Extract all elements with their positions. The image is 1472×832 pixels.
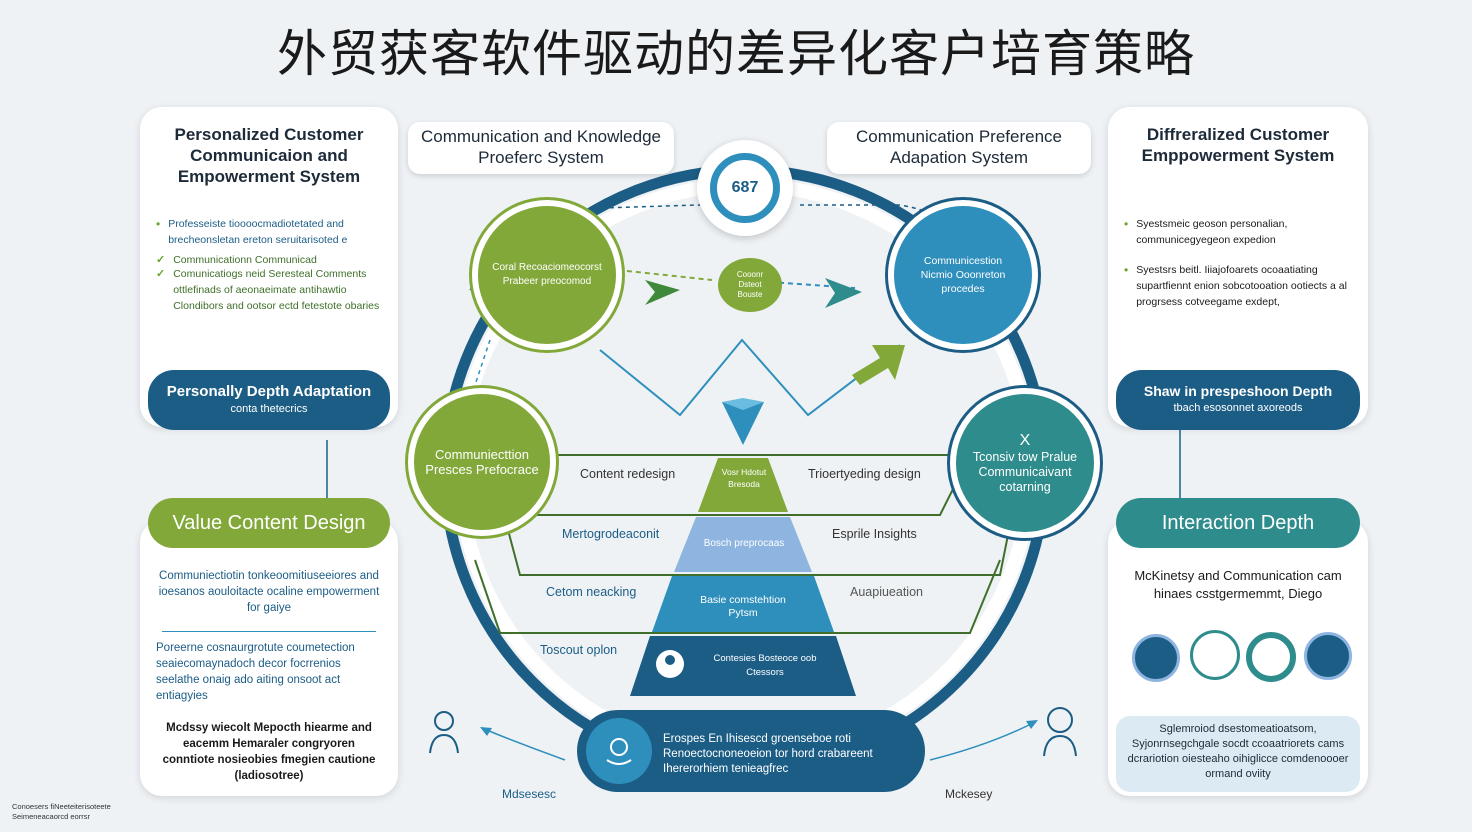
right-pill-title: Shaw in prespeshoon Depth [1143, 383, 1333, 399]
list-item: • Professeiste tioooocmadiotetated and br… [156, 216, 382, 248]
interaction-subtitle: McKinetsy and Communication cam hinaes c… [1134, 568, 1342, 601]
green-arrow-icon [645, 280, 680, 305]
pyramid-label-l2: Mertogrodeaconit [562, 527, 660, 541]
list-item: ✓ Comunicatiogs neid Seresteal Comments o… [156, 266, 382, 314]
bullet-text: Syestsrs beitl. Iiiajofoarets ocoaatiati… [1136, 264, 1347, 308]
blue-top-circle-text: Communicestion Nicmio Ooonreton procedes [920, 255, 1006, 295]
pyramid-label-l4: Toscout oplon [540, 643, 618, 657]
person-icon-left [429, 711, 459, 754]
interaction-depth-header[interactable]: Interaction Depth [1116, 498, 1360, 548]
green-left-circle-text: Communiecttion Presces Prefocrace [425, 447, 539, 477]
pyramid-level-2-text: Bosch preprocaas [703, 538, 785, 549]
divider [162, 631, 376, 632]
up-arrow-icon [852, 345, 905, 385]
left-pill-title: Personally Depth Adaptation [166, 383, 372, 400]
bullet-text: Professeiste tioooocmadiotetated and bre… [168, 218, 348, 246]
left-depth-pill[interactable]: Personally Depth Adaptation conta thetec… [148, 370, 390, 430]
small-center-circle-text: Cooonr Dsteot Bouste [736, 270, 764, 299]
badge-ring: 687 [710, 153, 780, 223]
blue-top-circle[interactable]: Communicestion Nicmio Ooonreton procedes [888, 200, 1038, 350]
bottom-label-right: Mckesey [945, 787, 993, 801]
right-depth-pill[interactable]: Shaw in prespeshoon Depth tbach esosonne… [1116, 370, 1360, 430]
network-icon[interactable] [1190, 630, 1240, 680]
green-left-circle[interactable]: Communiecttion Presces Prefocrace [408, 388, 556, 536]
value-para-3: Mcdssy wiecolt Mepocth hiearme and eacem… [162, 722, 376, 782]
bullet-marker: • [1124, 217, 1129, 231]
pyramid-level-2 [674, 517, 812, 572]
value-para-1: Communiectiotin tonkeoomitiuseeiores and… [158, 570, 380, 614]
check-icon: ✓ [156, 268, 166, 280]
bullet-text: Comunicatiogs neid Seresteal Comments ot… [173, 268, 380, 312]
pyramid-level-1 [698, 458, 788, 512]
badge-value: 687 [731, 179, 759, 196]
small-center-circle[interactable]: Cooonr Dsteot Bouste [718, 258, 782, 312]
pyramid-label-l1: Content redesign [580, 467, 676, 481]
pyramid-level-3 [652, 576, 834, 632]
green-top-circle[interactable]: Coral Recoaciomeocorst Prabeer preocomod [472, 200, 622, 350]
list-item: • Syestsmeic geoson personalian, communic… [1124, 216, 1352, 248]
right-panel-bullets: • Syestsmeic geoson personalian, communic… [1124, 216, 1352, 314]
teal-right-circle[interactable]: X Tconsiv tow Pralue Communicaivant cota… [950, 388, 1100, 538]
left-panel-title: Personalized Customer Communicaion and E… [174, 125, 364, 186]
person-icon-right [1043, 707, 1077, 757]
pyramid-level-1-text: Vosr Hdotut Bresoda [721, 467, 767, 489]
close-x-icon: X [1019, 431, 1031, 449]
pyramid-level-4 [630, 636, 856, 696]
value-panel [140, 520, 398, 796]
score-badge: 687 [697, 140, 793, 236]
value-para-2: Poreerne cosnaurgrotute coumetection sea… [156, 642, 355, 702]
footnote: Conoesers fiNeeteiterisoteete Seimeneaca… [12, 802, 111, 821]
page-title: 外贸获客软件驱动的差异化客户培育策略 [277, 25, 1195, 83]
pyramid-level-4-text: Contesies Bosteoce oob Ctessors [713, 653, 817, 678]
chat-icon[interactable] [1132, 634, 1180, 682]
right-pill-sub: tbach esosonnet axoreods [1173, 402, 1303, 414]
list-item: ✓ Communicationn Communicad [156, 252, 382, 268]
bullet-text: Syestsmeic geoson personalian, communice… [1136, 218, 1288, 246]
teal-right-circle-text: Tconsiv tow Pralue Communicaivant cotarn… [972, 449, 1078, 494]
pyramid-label-r2: Esprile Insights [832, 527, 917, 541]
bullet-marker: • [156, 217, 161, 231]
pyramid-label-l3: Cetom neacking [546, 585, 637, 599]
preference-system-box[interactable]: Communication Preference Adapation Syste… [827, 122, 1091, 174]
check-icon: ✓ [156, 254, 166, 266]
bullet-text: Communicationn Communicad [173, 254, 317, 266]
pyramid-label-r1: Trioertyeding design [808, 467, 921, 481]
right-panel-title: Diffreralized Customer Emppowerment Syst… [1141, 125, 1335, 165]
ring-icon[interactable] [1246, 632, 1296, 682]
left-pill-sub: conta thetecrics [230, 403, 308, 415]
bottom-banner-text: Erospes En Ihisescd groenseboe roti Reno… [663, 733, 873, 775]
globe-hand-icon [586, 718, 652, 784]
left-panel-bullets: • Professeiste tioooocmadiotetated and br… [156, 216, 382, 318]
pyramid-label-r3: Auapiueation [850, 585, 923, 599]
list-item: • Syestsrs beitl. Iiiajofoarets ocoaatiat… [1124, 262, 1352, 310]
interaction-footer: Sglemroiod dsestomeatioatsom, Syjonrnseg… [1116, 716, 1360, 792]
pyramid-level-3-text: Basie comstehtion Pytsm [700, 594, 786, 619]
value-content-header[interactable]: Value Content Design [148, 498, 390, 548]
teal-arrow-icon [825, 278, 862, 308]
bottom-label-left: Mdsesesc [502, 787, 557, 801]
gem-icon [722, 402, 764, 445]
bullet-marker: • [1124, 263, 1129, 277]
device-icon[interactable] [1304, 632, 1352, 680]
green-top-circle-text: Coral Recoaciomeocorst Prabeer preocomod [492, 262, 602, 287]
knowledge-system-box[interactable]: Communication and Knowledge Proeferc Sys… [408, 122, 674, 174]
